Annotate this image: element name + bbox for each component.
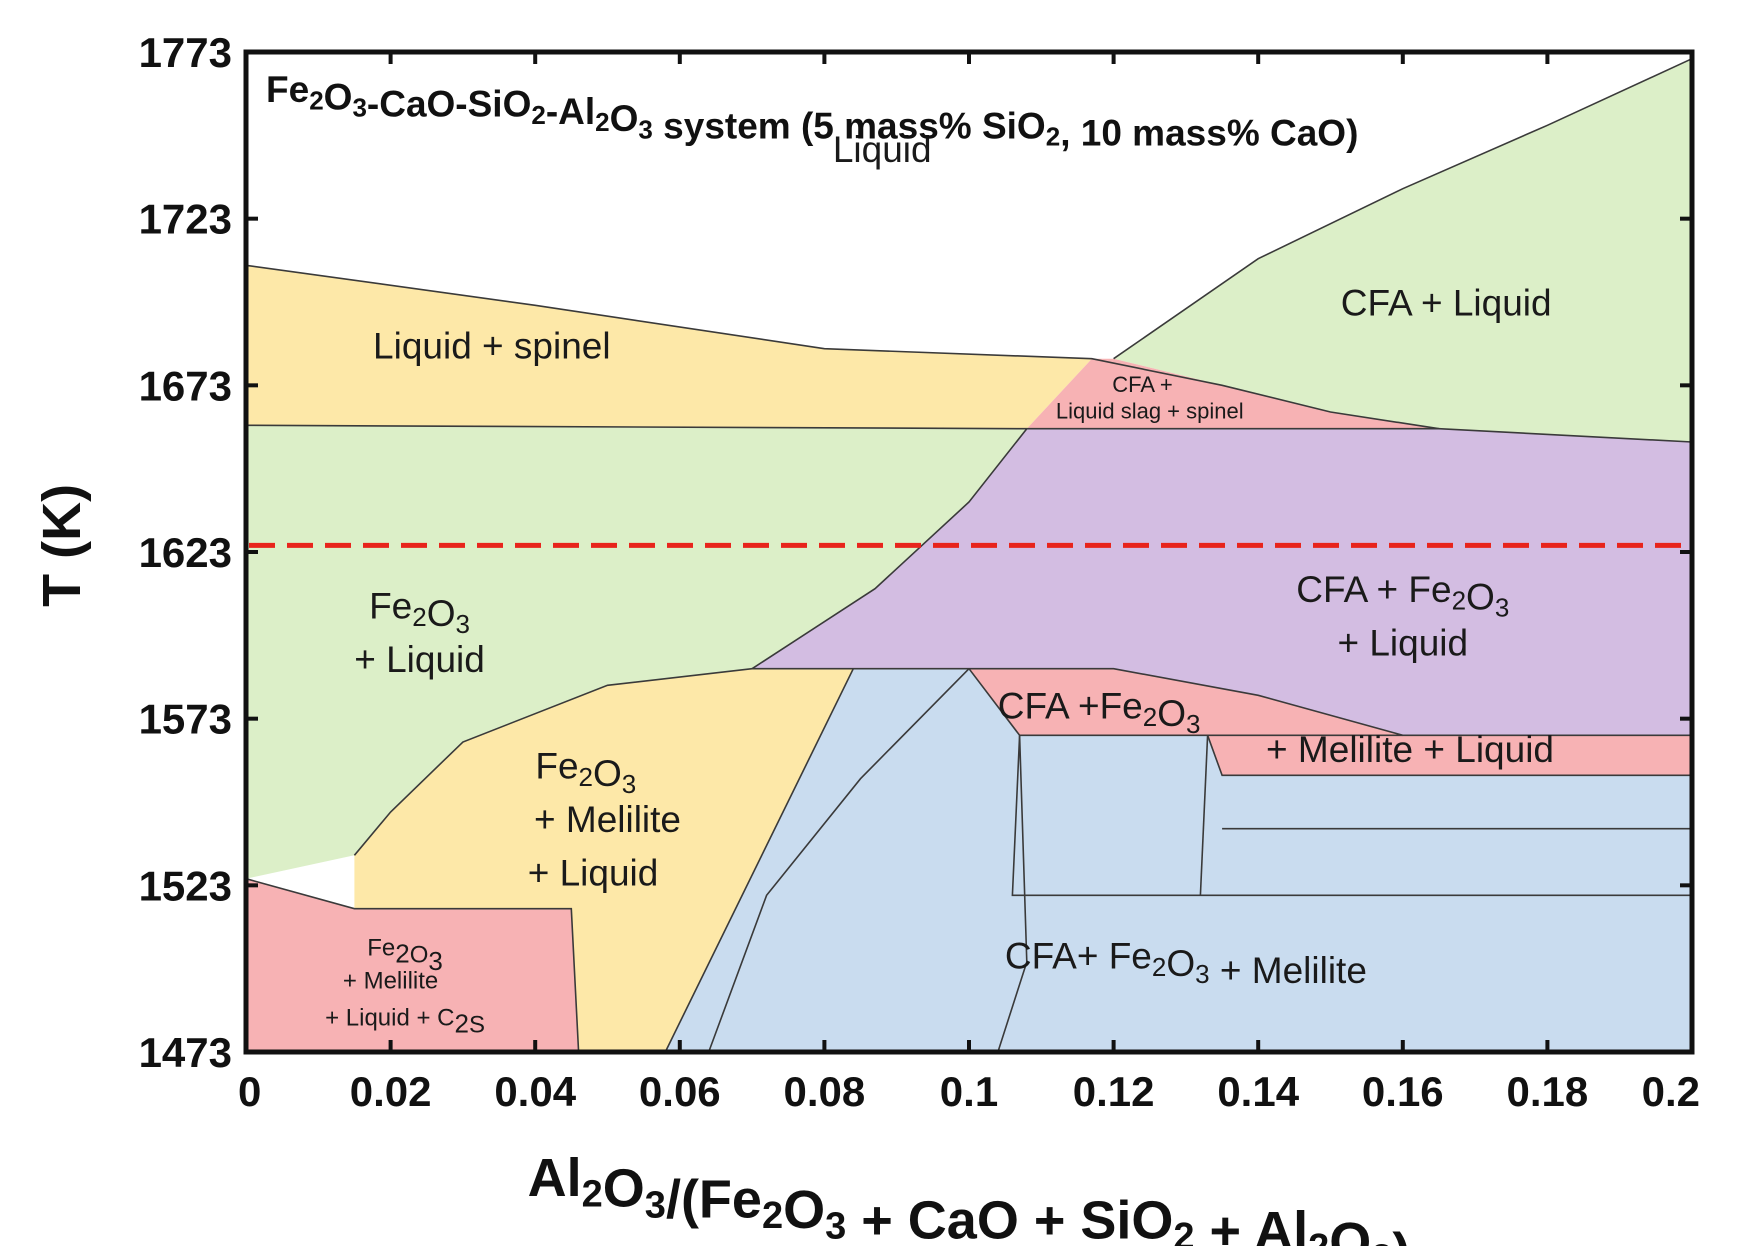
region-fe2o3-melilite-liquid-c2s: [246, 878, 579, 1052]
region-label-liquid-spinel: Liquid + spinel: [373, 326, 611, 367]
x-tick-label: 0: [238, 1068, 261, 1115]
region-label-fe2o3: Fe2O3: [369, 586, 470, 640]
x-tick-label: 0.18: [1507, 1068, 1589, 1115]
y-tick-label: 1773: [139, 29, 232, 76]
region-label-cfa: CFA +: [1112, 372, 1173, 397]
region-label-liquid: + Liquid: [528, 852, 659, 893]
phase-boundary-1: [245, 264, 1440, 430]
x-tick-label: 0.08: [784, 1068, 866, 1115]
y-tick-label: 1573: [139, 696, 232, 743]
region-label-liquid: + Liquid: [354, 639, 485, 680]
phase-regions: [246, 52, 1692, 1052]
phase-boundary-10: [707, 668, 970, 1053]
y-tick-label: 1723: [139, 196, 232, 243]
x-tick-label: 0.12: [1073, 1068, 1155, 1115]
x-axis-title: Al2O3/(Fe2O3 + CaO + SiO2 + Al2O3): [528, 1148, 1411, 1246]
y-tick-label: 1473: [139, 1029, 232, 1076]
y-tick-label: 1523: [139, 862, 232, 909]
region-label-liquid: + Liquid: [1337, 622, 1468, 663]
phase-boundary-2: [1113, 57, 1693, 360]
phase-boundary-3: [245, 424, 1693, 443]
phase-boundary-7: [1206, 735, 1692, 777]
region-label-cfa-fe2o3-melilite: CFA+ Fe2O3 + Melilite: [1005, 936, 1367, 992]
region-label-melilite: + Melilite: [343, 968, 438, 995]
x-tick-label: 0.14: [1217, 1068, 1299, 1115]
region-label-melilite-liquid: + Melilite + Liquid: [1266, 729, 1554, 770]
x-tick-label: 0.1: [940, 1068, 998, 1115]
x-tick-label: 0.04: [494, 1068, 576, 1115]
region-fe2o3-melilite-liquid: [354, 668, 854, 1052]
region-label-liquid-c2s: + Liquid + C2S: [325, 1004, 485, 1038]
region-label-cfa-liquid: CFA + Liquid: [1341, 282, 1552, 323]
phase-boundary-8: [245, 877, 580, 1053]
region-fe2o3-liquid: [246, 425, 1027, 879]
x-tick-label: 0.16: [1362, 1068, 1444, 1115]
x-tick-label: 0.02: [350, 1068, 432, 1115]
region-liquid-spinel: [246, 265, 1092, 429]
region-cfa-liquid: [1113, 58, 1692, 442]
region-cfa-fe2o3-melilite-liquid: [969, 668, 1692, 776]
plot-frame: [243, 49, 1695, 1055]
phase-boundary-13: [1199, 735, 1209, 896]
y-axis-title: T (K): [32, 484, 92, 607]
region-label-melilite: + Melilite: [534, 799, 681, 840]
phase-boundary-9: [664, 668, 855, 1053]
phase-boundaries: [245, 57, 1693, 1053]
x-tick-label: 0.06: [639, 1068, 721, 1115]
y-tick-label: 1673: [139, 362, 232, 409]
region-label-liquid-slag-spinel: Liquid slag + spinel: [1056, 399, 1244, 424]
region-label-liquid: Liquid: [833, 129, 932, 170]
region-label-cfa-fe2o3: CFA +Fe2O3: [998, 686, 1201, 740]
region-cfa-liquid-slag-spinel: [1026, 358, 1439, 429]
chart-title: Fe2O3-CaO-SiO2-Al2O3 system (5 mass% SiO…: [266, 69, 1358, 154]
region-label-fe2o3: Fe2O3: [367, 934, 443, 976]
region-label-fe2o3: Fe2O3: [535, 746, 636, 800]
phase-boundary-12: [1011, 735, 1692, 897]
phase-boundary-5: [353, 667, 1404, 856]
region-liquid: [246, 52, 1692, 359]
x-tick-label: 0.2: [1642, 1068, 1700, 1115]
y-tick-label: 1623: [139, 529, 232, 576]
region-cfa-fe2o3-liquid: [752, 428, 1692, 736]
region-label-cfa-fe2o3: CFA + Fe2O3: [1296, 569, 1509, 623]
phase-boundary-4: [751, 428, 1028, 670]
phase-boundary-11: [968, 668, 1028, 1053]
tick-labels: 0 0.02 0.04 0.06 0.08 0.1 0.12 0.14 0.16 0.18 0.2 1…: [139, 29, 1700, 1115]
